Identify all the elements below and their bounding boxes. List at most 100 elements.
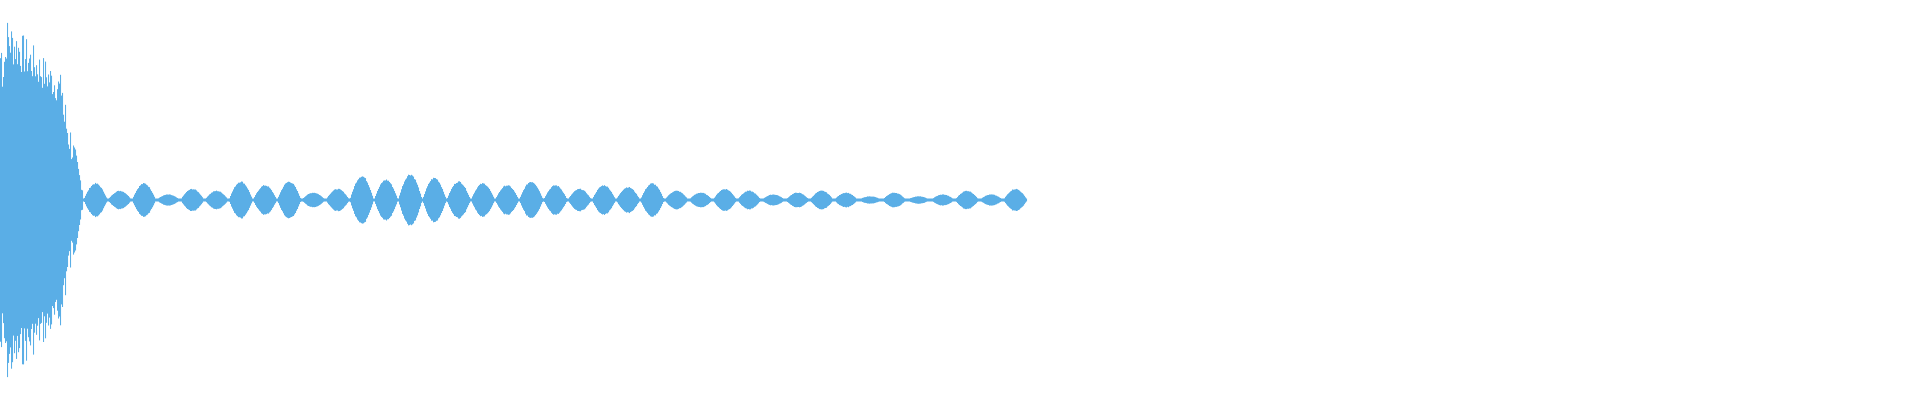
waveform-sample [898,193,900,207]
waveform-sample [34,67,36,333]
waveform-sample [387,180,389,220]
waveform-sample [599,187,601,213]
waveform-sample [1,52,3,348]
waveform-sample [472,196,474,204]
waveform-sample [814,194,816,206]
waveform-sample [667,196,669,204]
waveform-sample [964,191,966,209]
waveform-sample [174,196,176,204]
waveform-sample [436,179,438,221]
waveform-sample [730,191,732,209]
waveform-sample [976,196,978,204]
waveform-sample [577,189,579,211]
waveform-sample [518,198,520,202]
waveform-sample [98,184,100,216]
waveform-sample [218,191,220,209]
waveform-sample [827,193,829,207]
waveform-sample [905,198,907,202]
waveform-sample [554,185,556,215]
waveform-sample [460,182,462,218]
waveform-sample [631,188,633,212]
waveform-sample [583,190,585,210]
waveform-sample [699,193,701,207]
waveform-sample [162,196,164,204]
waveform-sample [870,196,872,204]
waveform-sample [49,82,51,318]
waveform-sample [767,196,769,204]
waveform-sample [547,192,549,208]
waveform-sample [542,197,544,203]
waveform-sample [608,187,610,213]
waveform-sample [59,83,61,317]
waveform-sample [270,188,272,212]
waveform-sample [805,196,807,204]
waveform-sample [595,193,597,207]
waveform-sample [653,183,655,217]
waveform-sample [838,196,840,205]
waveform-sample [449,193,451,207]
waveform-sample [856,198,858,202]
waveform-sample [382,182,384,218]
waveform-sample [11,31,13,369]
waveform-sample [474,192,476,208]
waveform-sample [356,182,358,218]
waveform-sample [900,194,902,206]
waveform-sample [311,193,313,207]
waveform-sample [614,197,616,203]
waveform-sample [638,197,640,203]
waveform-sample [592,198,594,202]
waveform-sample [852,195,854,205]
waveform-sample [274,195,276,205]
waveform-sample [980,198,982,202]
waveform-sample [25,59,27,341]
waveform-sample [844,193,846,207]
waveform-sample [439,182,441,218]
waveform-sample [256,193,258,207]
waveform-sample [392,187,394,213]
waveform-sample [36,65,38,335]
waveform-sample [84,197,86,202]
waveform-sample [499,192,501,208]
waveform-sample [596,191,598,209]
waveform-sample [168,194,170,206]
waveform-sample [1014,189,1016,211]
waveform-sample [13,64,15,336]
waveform-sample [882,198,884,202]
waveform-sample [791,195,793,205]
waveform-sample [654,184,656,216]
waveform-sample [973,194,975,206]
waveform-sample [94,184,96,216]
waveform-sample [209,194,211,206]
waveform-sample [742,194,744,206]
waveform-sample [986,195,988,205]
waveform-sample [544,198,546,202]
waveform-sample [66,128,68,272]
waveform-sample [879,198,881,202]
waveform-sample [1024,195,1026,205]
waveform-sample [919,196,921,204]
waveform-sample [1019,190,1021,210]
waveform-sample [219,191,221,209]
waveform-sample [650,183,652,217]
waveform-sample [122,191,124,209]
waveform-sample [405,179,407,221]
waveform-sample [52,94,54,306]
waveform-sample [197,191,199,209]
waveform-sample [655,184,657,216]
waveform-sample [786,198,788,202]
waveform-sample [178,198,180,202]
waveform-sample [277,198,279,202]
waveform-sample [1003,198,1005,202]
waveform-sample [829,194,831,205]
waveform-sample [220,191,222,209]
waveform-sample [718,192,720,208]
waveform-sample [115,192,117,208]
waveform-sample [217,191,219,209]
waveform-sample [183,195,185,205]
waveform-sample [741,194,743,206]
waveform-sample [734,196,736,204]
waveform-sample [381,183,383,217]
waveform-sample [32,76,34,324]
waveform-sample [597,189,599,211]
